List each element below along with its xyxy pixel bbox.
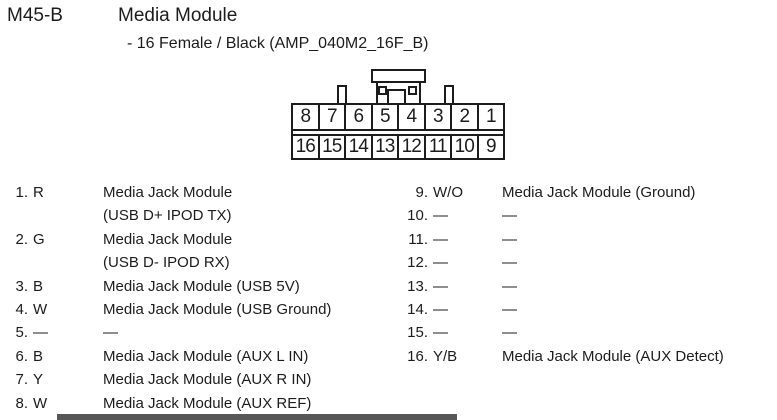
pin-function: — — [502, 301, 517, 319]
wire-color: W/O — [433, 184, 463, 201]
pin-number: 11. — [408, 230, 428, 248]
connector-tab-right — [444, 85, 454, 103]
connector-row-separator — [293, 131, 503, 136]
pin-cell-9: 9 — [485, 136, 497, 157]
wire-color: — — [33, 324, 48, 342]
pin-number: 1. — [15, 184, 28, 201]
pin-function: Media Jack Module (AUX REF) — [103, 394, 312, 412]
pin-function: — — [502, 277, 517, 295]
wire-color: B — [33, 277, 44, 295]
connector-spec: - 16 Female / Black (AMP_040M2_16F_B) — [127, 35, 429, 52]
connector-tab-left — [337, 85, 347, 103]
pin-function: Media Jack Module (AUX Detect) — [502, 347, 724, 365]
page-title: Media Module — [118, 5, 238, 26]
latch-detail-right — [408, 86, 417, 95]
connector-body: 8 7 6 5 4 3 2 1 16 15 14 13 12 11 10 9 — [291, 103, 505, 160]
pin-cell-7: 7 — [320, 105, 346, 130]
pin-function: Media Jack Module (USB D- IPOD RX) — [103, 230, 233, 272]
pin-function: Media Jack Module (AUX L IN) — [103, 347, 309, 365]
wire-color: R — [33, 184, 44, 201]
wire-color: G — [33, 230, 45, 248]
pin-row-2: 2. G Media Jack Module (USB D- IPOD RX) — [0, 228, 388, 275]
pin-cell-15: 15 — [320, 136, 346, 158]
wire-color: — — [433, 301, 448, 319]
wire-color: — — [433, 254, 448, 272]
pin-row-9: 9. W/O Media Jack Module (Ground) — [390, 181, 777, 204]
wire-color: — — [433, 277, 448, 295]
pin-cell-4: 4 — [399, 105, 426, 130]
connector-latch-cap — [371, 69, 426, 83]
cutoff-content-bar — [57, 414, 457, 420]
latch-detail-left — [378, 86, 387, 95]
pin-row-11: 11. — — — [390, 228, 777, 251]
pin-number: 3. — [15, 277, 28, 295]
pin-row-4: 4. W Media Jack Module (USB Ground) — [0, 298, 388, 321]
pin-row-14: 14. — — — [390, 298, 777, 321]
wire-color: W — [33, 394, 48, 412]
latch-channel — [387, 89, 406, 103]
pin-function: Media Jack Module (USB Ground) — [103, 301, 332, 319]
wire-color: — — [433, 324, 448, 342]
pin-cell-2: 2 — [452, 105, 479, 130]
pin-row-16: 16. Y/B Media Jack Module (AUX Detect) — [390, 345, 777, 368]
pin-number: 9. — [415, 184, 428, 201]
pin-function: — — [502, 324, 517, 342]
pin-number: 10. — [407, 207, 428, 225]
pin-cell-11: 11 — [426, 136, 452, 158]
pin-list-right: 9. W/O Media Jack Module (Ground) 10. — … — [390, 181, 777, 368]
wire-color: Y/B — [433, 347, 458, 365]
pin-cell-13: 13 — [373, 136, 399, 158]
pin-row-13: 13. — — — [390, 275, 777, 298]
wire-color: B — [33, 347, 44, 365]
pin-cell-16: 16 — [293, 136, 320, 158]
pin-number: 6. — [15, 347, 28, 365]
pin-cell-12: 12 — [399, 136, 426, 158]
pin-function: — — [502, 254, 517, 272]
pin-list-left: 1. R Media Jack Module (USB D+ IPOD TX) … — [0, 181, 388, 415]
pin-row-12: 12. — — — [390, 251, 777, 274]
pin-cell-5: 5 — [373, 105, 399, 130]
wire-color: Y — [33, 371, 44, 389]
wire-color: — — [433, 207, 448, 225]
pin-cell-10: 10 — [452, 136, 479, 158]
pin-number: 7. — [15, 371, 28, 389]
connector-diagram: 8 7 6 5 4 3 2 1 16 15 14 13 12 11 10 9 — [291, 69, 505, 160]
pin-function: Media Jack Module (Ground) — [502, 184, 696, 201]
pin-row-1: 1. R Media Jack Module (USB D+ IPOD TX) — [0, 181, 388, 228]
pin-cell-14: 14 — [346, 136, 373, 158]
pin-row-7: 7. Y Media Jack Module (AUX R IN) — [0, 368, 388, 391]
pin-cell-1: 1 — [485, 106, 497, 128]
pin-cell-8: 8 — [293, 105, 320, 130]
wire-color: W — [33, 301, 48, 319]
pin-function: Media Jack Module (USB D+ IPOD TX) — [103, 184, 233, 225]
pin-row-10: 10. — — — [390, 204, 777, 227]
pin-cell-3: 3 — [426, 105, 452, 130]
pin-function: — — [502, 207, 517, 225]
pin-number: 5. — [15, 324, 28, 342]
pin-row-5: 5. — — — [0, 321, 388, 344]
pin-function: — — [502, 230, 517, 248]
pin-number: 14. — [407, 301, 428, 319]
pin-row-8: 8. W Media Jack Module (AUX REF) — [0, 392, 388, 415]
pin-cell-6: 6 — [346, 105, 373, 130]
connector-row-top: 8 7 6 5 4 3 2 1 — [293, 105, 503, 132]
pin-number: 16. — [407, 347, 428, 365]
pin-row-15: 15. — — — [390, 321, 777, 344]
pin-number: 12. — [407, 254, 428, 272]
pin-number: 13. — [407, 277, 428, 295]
pin-number: 2. — [15, 230, 28, 248]
connector-id: M45-B — [7, 5, 63, 26]
wire-color: — — [433, 230, 448, 248]
pin-row-6: 6. B Media Jack Module (AUX L IN) — [0, 345, 388, 368]
connector-row-bottom: 16 15 14 13 12 11 10 9 — [293, 136, 503, 158]
pin-number: 4. — [15, 301, 28, 319]
pin-function: Media Jack Module (AUX R IN) — [103, 371, 312, 389]
pin-number: 8. — [15, 394, 28, 412]
pin-function: Media Jack Module (USB 5V) — [103, 277, 300, 295]
pin-number: 15. — [407, 324, 428, 342]
pin-row-3: 3. B Media Jack Module (USB 5V) — [0, 275, 388, 298]
pin-function: — — [103, 324, 118, 342]
